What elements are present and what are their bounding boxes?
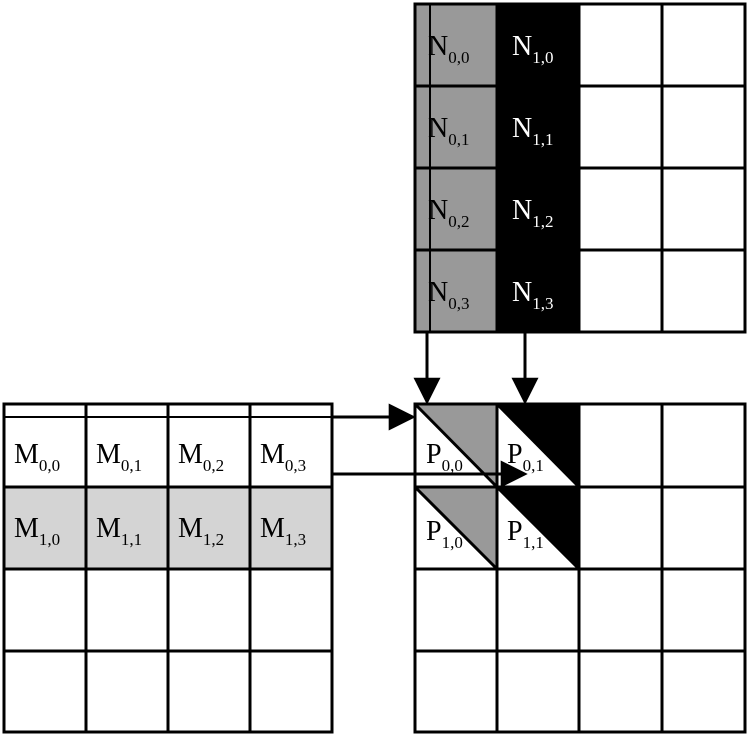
matrix-n: N0,0 N1,0 N0,1 N1,1 N0,2 N1,2 N0,3 N1,3	[413, 2, 747, 334]
cell-label-m-1-0: M1,0	[14, 513, 60, 549]
cell-label-m-0-0: M0,0	[14, 439, 60, 475]
matrix-m-gridlines	[4, 404, 332, 732]
flow-arrows	[332, 332, 539, 488]
cell-label-n-1-3: N1,3	[512, 277, 553, 313]
matrix-m: M0,0 M0,1 M0,2 M0,3 M1,0 M1,1 M1,2 M1,3	[2, 402, 334, 734]
matrix-n-gridlines	[415, 4, 745, 332]
cell-label-n-0-2: N0,2	[428, 195, 469, 231]
cell-label-m-0-3: M0,3	[260, 439, 306, 475]
cell-label-n-0-0: N0,0	[428, 31, 469, 67]
cell-label-m-1-2: M1,2	[178, 513, 224, 549]
cell-label-p-1-1: P1,1	[507, 516, 544, 552]
cell-label-m-0-2: M0,2	[178, 439, 224, 475]
cell-label-n-0-1: N0,1	[428, 113, 469, 149]
cell-label-m-1-3: M1,3	[260, 513, 306, 549]
cell-label-m-1-1: M1,1	[96, 513, 142, 549]
cell-label-p-1-0: P1,0	[426, 516, 463, 552]
cell-label-n-1-0: N1,0	[512, 31, 553, 67]
cell-label-n-1-2: N1,2	[512, 195, 553, 231]
cell-label-n-0-3: N0,3	[428, 277, 469, 313]
cell-label-p-0-0: P0,0	[426, 439, 463, 475]
cell-label-n-1-1: N1,1	[512, 113, 553, 149]
matrix-p: P0,0 P0,1 P1,0 P1,1	[413, 402, 747, 734]
cell-label-m-0-1: M0,1	[96, 439, 142, 475]
